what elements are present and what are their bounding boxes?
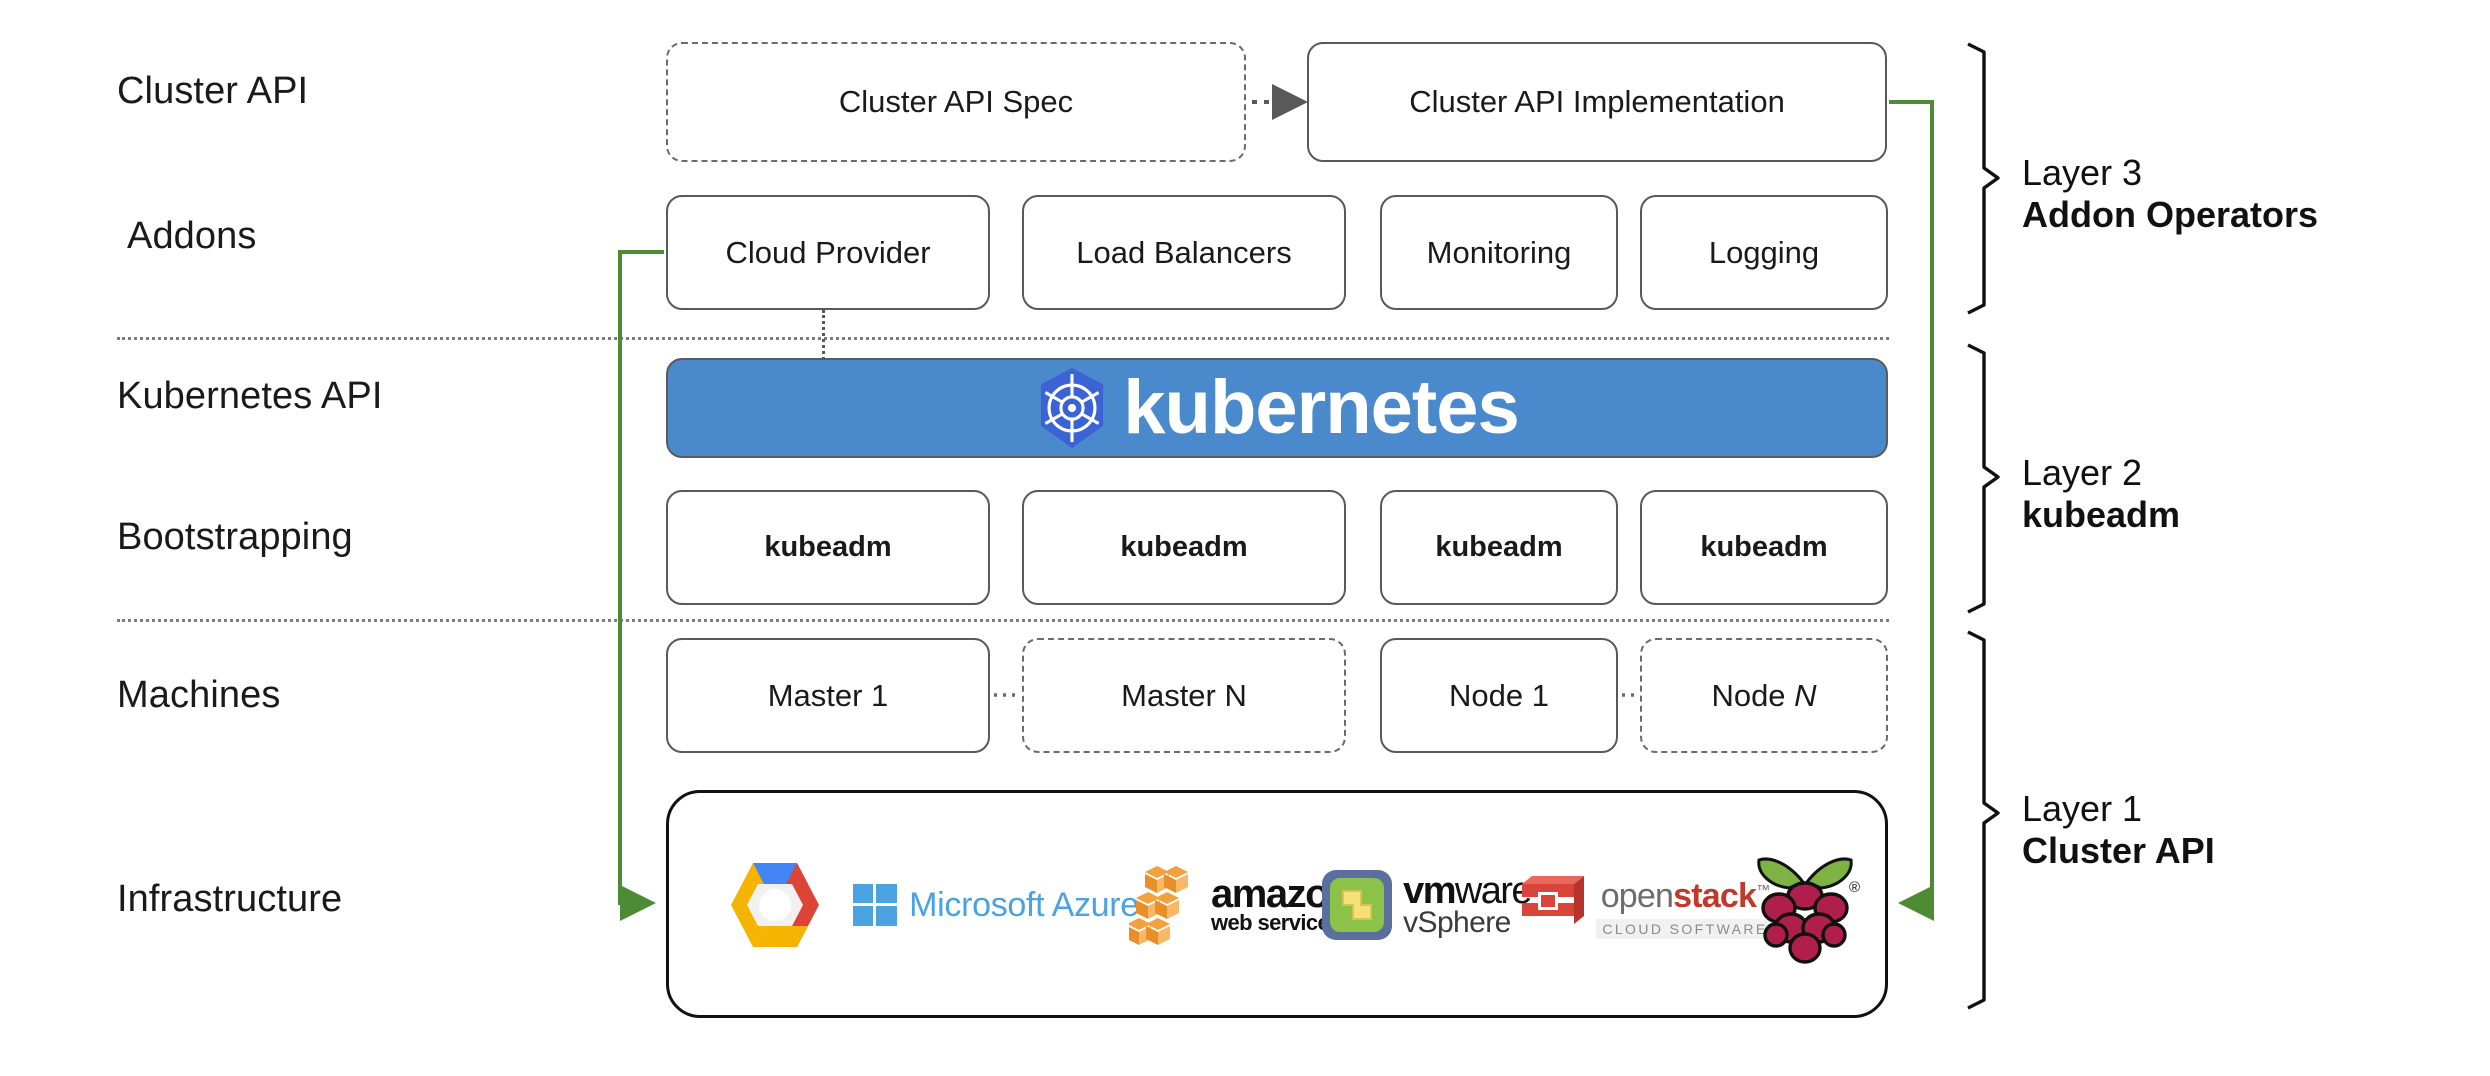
microsoft-windows-icon [853, 884, 898, 926]
row-label-bootstrapping: Bootstrapping [117, 516, 353, 558]
separator-layer3-layer2 [117, 337, 1889, 340]
aws-cubes-icon [1129, 866, 1189, 945]
separator-layer2-layer1 [117, 619, 1889, 622]
azure-wordmark: Microsoft Azure [909, 885, 1139, 924]
vmware-wordmark: vmware® [1403, 869, 1540, 912]
bootstrap-box-4[interactable]: kubeadm [1640, 490, 1888, 605]
machine-box-node-n-label: Node N [1711, 677, 1817, 713]
google-cloud-platform-logo [731, 863, 819, 947]
row-label-infrastructure: Infrastructure [117, 878, 343, 920]
row-label-addons: Addons [127, 215, 257, 257]
logo-microsoft-azure: Microsoft Azure [835, 865, 1155, 945]
addon-box-logging[interactable]: Logging [1640, 195, 1888, 310]
kubernetes-banner[interactable]: kubernetes [666, 358, 1888, 458]
addon-box-load-balancers[interactable]: Load Balancers [1022, 195, 1346, 310]
openstack-icon [1522, 876, 1585, 924]
layer-3-name: Addon Operators [2022, 194, 2319, 236]
machine-box-node-n[interactable]: Node N [1640, 638, 1888, 753]
layer-legend-1: Layer 1 Cluster API [2022, 788, 2215, 873]
bracket-layer-2 [1967, 343, 2000, 614]
layer-2-number: Layer 2 [2022, 452, 2143, 493]
vsphere-wordmark: vSphere [1403, 905, 1511, 939]
bootstrap-box-1[interactable]: kubeadm [666, 490, 990, 605]
logo-google-cloud-platform [700, 855, 850, 955]
infrastructure-box[interactable] [666, 790, 1888, 1018]
openstack-sub-wordmark: CLOUD SOFTWARE [1596, 919, 1774, 939]
cluster-api-spec-box[interactable]: Cluster API Spec [666, 42, 1246, 162]
openstack-wordmark: openstack™ [1600, 877, 1770, 915]
addon-box-cloud-provider[interactable]: Cloud Provider [666, 195, 990, 310]
kubernetes-wordmark: kubernetes [1123, 365, 1519, 450]
bootstrap-box-3[interactable]: kubeadm [1380, 490, 1618, 605]
bracket-layer-3 [1967, 42, 2000, 315]
flow-line-cloud-provider-to-infrastructure [618, 250, 664, 921]
row-label-cluster-api: Cluster API [117, 70, 309, 112]
logo-raspberry-pi: ® [1740, 838, 1870, 978]
flow-line-implementation-to-infrastructure [1889, 100, 1934, 921]
bracket-layer-1 [1967, 630, 2000, 1010]
kubernetes-helm-wheel-icon [1041, 368, 1104, 448]
bootstrap-box-2[interactable]: kubeadm [1022, 490, 1346, 605]
row-label-kubernetes-api: Kubernetes API [117, 375, 383, 417]
logo-vmware-vsphere: vmware® vSphere [1280, 855, 1580, 955]
layer-legend-3: Layer 3 Addon Operators [2022, 152, 2318, 237]
layer-1-name: Cluster API [2022, 830, 2215, 872]
logo-openstack: openstack™ CLOUD SOFTWARE [1500, 858, 1790, 958]
vsphere-icon [1322, 870, 1393, 940]
addon-box-monitoring[interactable]: Monitoring [1380, 195, 1618, 310]
aws-sub-wordmark: web services [1211, 910, 1341, 936]
raspberry-pi-logo: ® [1757, 857, 1860, 964]
machine-box-master-1[interactable]: Master 1 [666, 638, 990, 753]
layer-3-number: Layer 3 [2022, 152, 2143, 193]
layer-2-name: kubeadm [2022, 494, 2181, 536]
svg-text:®: ® [1849, 879, 1860, 896]
layer-1-number: Layer 1 [2022, 788, 2143, 829]
row-label-machines: Machines [117, 674, 281, 716]
connector-cloud-provider-to-kubernetes [822, 310, 825, 360]
layer-legend-2: Layer 2 kubeadm [2022, 452, 2180, 537]
machine-box-master-n[interactable]: Master N [1022, 638, 1346, 753]
cluster-api-implementation-box[interactable]: Cluster API Implementation [1307, 42, 1887, 162]
machine-box-node-1[interactable]: Node 1 [1380, 638, 1618, 753]
